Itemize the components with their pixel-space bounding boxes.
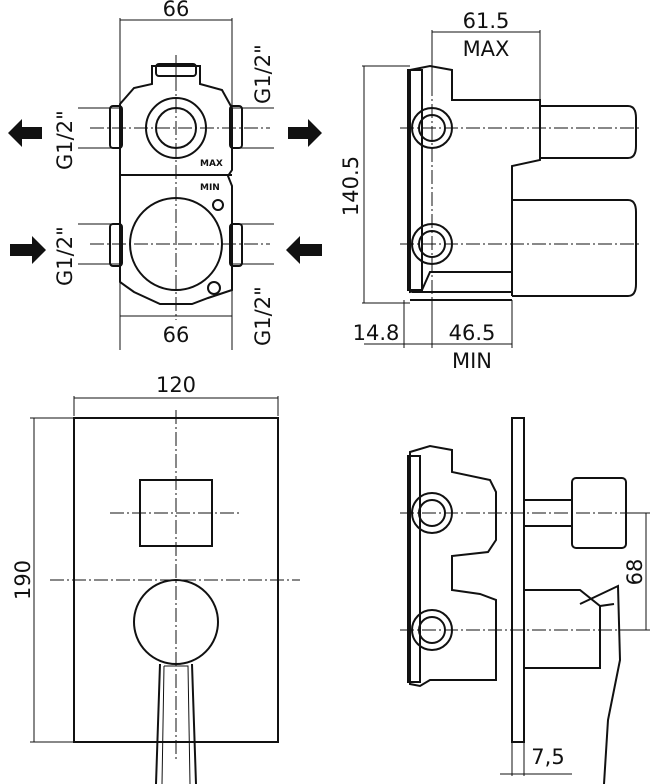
outlet-arrow-left-icon [8, 119, 42, 147]
upper-cartridge [540, 105, 637, 159]
side-view: 61.5 MAX 140.5 14.8 46.5 MIN [339, 9, 640, 373]
body-mark-min: MIN [200, 183, 220, 193]
thread-label-right-bottom: G1/2" [251, 286, 275, 346]
body-outline [119, 65, 233, 305]
inlet-arrow-right-icon [286, 236, 322, 264]
body-mark-max: MAX [200, 159, 223, 169]
thread-label-left-top: G1/2" [53, 110, 77, 170]
outlet-arrow-right-icon [288, 119, 322, 147]
dim-bottom-width: 66 [163, 323, 190, 347]
dim-top-width: 66 [163, 0, 190, 21]
plate-side [511, 417, 525, 743]
dim-plate-width: 120 [156, 373, 196, 397]
dim-plate-height: 190 [11, 560, 35, 600]
dim-min-label: MIN [452, 349, 492, 373]
dim-max-label: MAX [463, 37, 510, 61]
assembly-side-view: 68 7,5 [400, 417, 650, 784]
mixer-lever-handle [155, 663, 197, 784]
lower-cartridge [512, 199, 637, 297]
dim-max-depth: 61.5 [463, 9, 510, 33]
inlet-arrow-left-icon [10, 236, 46, 264]
plate-front-view: 120 190 [11, 373, 300, 784]
front-view: 66 66 MAX MIN [8, 0, 322, 350]
side-body [409, 64, 541, 294]
assembly-body [409, 444, 497, 688]
dim-outlet-spacing: 68 [623, 559, 647, 586]
dim-min-offset: 14.8 [353, 321, 400, 345]
dim-height: 140.5 [339, 156, 363, 216]
thread-label-right-top: G1/2" [251, 44, 275, 104]
thread-label-left-bottom: G1/2" [53, 226, 77, 286]
dim-min-depth: 46.5 [449, 321, 496, 345]
dim-plate-thickness: 7,5 [531, 745, 564, 769]
mixer-lever-side [524, 589, 601, 669]
